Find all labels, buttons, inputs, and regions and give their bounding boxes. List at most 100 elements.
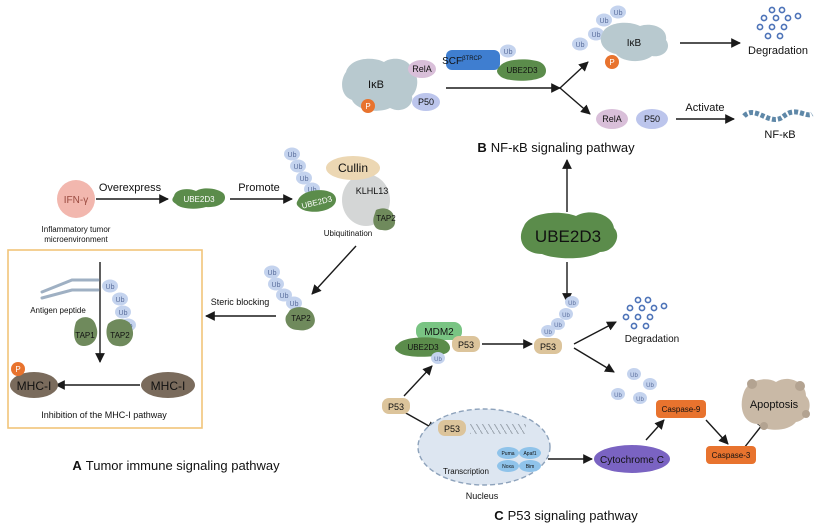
svg-text:Ub: Ub (600, 18, 609, 25)
svg-text:Ub: Ub (116, 297, 125, 304)
klhl13-label: KLHL13 (356, 186, 389, 196)
cullin-label: Cullin (338, 161, 368, 175)
ube2d3-blob-c (395, 337, 450, 357)
svg-text:Ub: Ub (106, 284, 115, 291)
tap1-label: TAP1 (75, 331, 95, 340)
tap2-blob-a2 (285, 307, 315, 331)
ikb-label-right: IκB (627, 38, 642, 49)
arrow-casp9-casp3 (705, 419, 729, 445)
ub-mdm2-label: Ub (434, 357, 442, 363)
phospho-mhc (11, 362, 25, 376)
phospho-ikb-right-label: P (609, 58, 614, 67)
svg-text:Ub: Ub (300, 176, 309, 183)
scf-label: SCFβTRCP (442, 56, 482, 67)
arrow-p53-ubs (573, 347, 615, 373)
degradation-dots-top (756, 6, 802, 40)
svg-text:Ub: Ub (576, 42, 585, 49)
p53-node-mdm2 (452, 336, 480, 352)
svg-text:Ub: Ub (568, 301, 576, 307)
free-ub-group: Ub Ub Ub Ub (611, 368, 657, 404)
svg-text:Ub: Ub (294, 164, 303, 171)
cytochrome-node (594, 445, 670, 473)
ikb-blob-right (600, 22, 669, 62)
mhc-node-left (10, 372, 58, 398)
ube2d3-label-c: UBE2D3 (407, 343, 439, 352)
puma-label: Puma (501, 451, 514, 457)
phospho-ikb-right (605, 55, 619, 69)
p53-node-nucleus (438, 420, 466, 436)
panel-a: IFN-γ Inflammatory tumor microenvironmen… (7, 147, 396, 473)
activate-label: Activate (685, 102, 724, 114)
p50-label-left: P50 (418, 97, 434, 107)
ubiquitination-label: Ubiquitination (324, 229, 372, 238)
transcription-label: Transcription (443, 467, 489, 476)
center-ube2d3-blob (520, 212, 618, 259)
antigen-peptide-label: Antigen peptide (30, 306, 86, 315)
caspase3-label: Caspase-3 (712, 451, 751, 460)
steric-blocking-label: Steric blocking (211, 297, 270, 307)
noxa-label: Noxa (502, 464, 514, 470)
noxa-node (497, 460, 519, 472)
ifn-gamma-node (57, 180, 95, 218)
arrow-p53-to-mdm2 (403, 365, 433, 397)
apaf1-label: Apaf1 (523, 451, 536, 457)
svg-text:Ub: Ub (592, 32, 601, 39)
scf-node (446, 50, 500, 70)
phospho-ikb-left (361, 99, 375, 113)
bim-node (519, 460, 541, 472)
arrow-cyto-casp9 (645, 419, 665, 441)
arrow-to-ub-ikb (559, 61, 589, 89)
mhc-label-left: MHC-I (17, 379, 52, 393)
ube2d3-label-a1: UBE2D3 (183, 195, 215, 204)
ube2d3-blob-a2 (296, 190, 336, 212)
ube2d3-label-b: UBE2D3 (506, 66, 538, 75)
nucleus-label: Nucleus (466, 491, 499, 501)
rela-node-left (408, 60, 436, 78)
svg-text:Ub: Ub (614, 393, 622, 399)
tap2-blob-a3 (106, 319, 134, 347)
p50-label-right: P50 (644, 114, 660, 124)
arrow-p53-degradation (573, 321, 617, 345)
cytochrome-label: Cytochrome C (600, 455, 664, 466)
tap2-label-a1: TAP2 (376, 214, 396, 223)
inhibition-label: Inhibition of the MHC-I pathway (41, 410, 167, 420)
apoptosis-label: Apoptosis (750, 399, 799, 411)
degradation-dots-mid (622, 296, 668, 330)
phospho-ikb-left-label: P (365, 102, 370, 111)
caspase9-label: Caspase-9 (662, 405, 701, 414)
p53-label-nucleus: P53 (444, 424, 460, 434)
phospho-mhc-label: P (15, 365, 20, 374)
mdm2-label: MDM2 (424, 327, 454, 338)
arrow-ubiquitination (311, 245, 357, 295)
ub-chain-p53: Ub Ub Ub Ub (541, 296, 579, 337)
svg-text:Ub: Ub (562, 313, 570, 319)
ifn-gamma-label: IFN-γ (64, 195, 88, 206)
p53-node-left (382, 398, 410, 414)
ub-scf (500, 44, 516, 58)
caspase9-node (656, 400, 706, 418)
svg-text:Ub: Ub (272, 282, 281, 289)
promote-label: Promote (238, 182, 280, 194)
ube2d3-blob-a1 (172, 188, 226, 209)
cullin-node (326, 156, 380, 180)
apoptosis-cell (741, 378, 810, 430)
tap2-blob-a1 (373, 208, 396, 231)
degradation-label-mid: Degradation (625, 334, 679, 345)
rela-label-right: RelA (602, 114, 622, 124)
svg-text:Ub: Ub (308, 187, 317, 194)
svg-text:Ub: Ub (614, 10, 623, 17)
arrow-to-rela-p50 (559, 87, 591, 115)
mhc-pathway-box (7, 249, 203, 429)
ub-chain-ikb: Ub Ub Ub Ub (572, 5, 626, 51)
svg-text:Ub: Ub (288, 152, 297, 159)
inflam-line2: microenvironment (44, 235, 108, 244)
antigen-peptide-shape (40, 278, 100, 300)
rela-label-left: RelA (412, 64, 432, 74)
svg-text:Ub: Ub (280, 293, 289, 300)
p53-label-ub: P53 (540, 342, 556, 352)
svg-text:Ub: Ub (119, 310, 128, 317)
p53-node-ub (534, 338, 562, 354)
